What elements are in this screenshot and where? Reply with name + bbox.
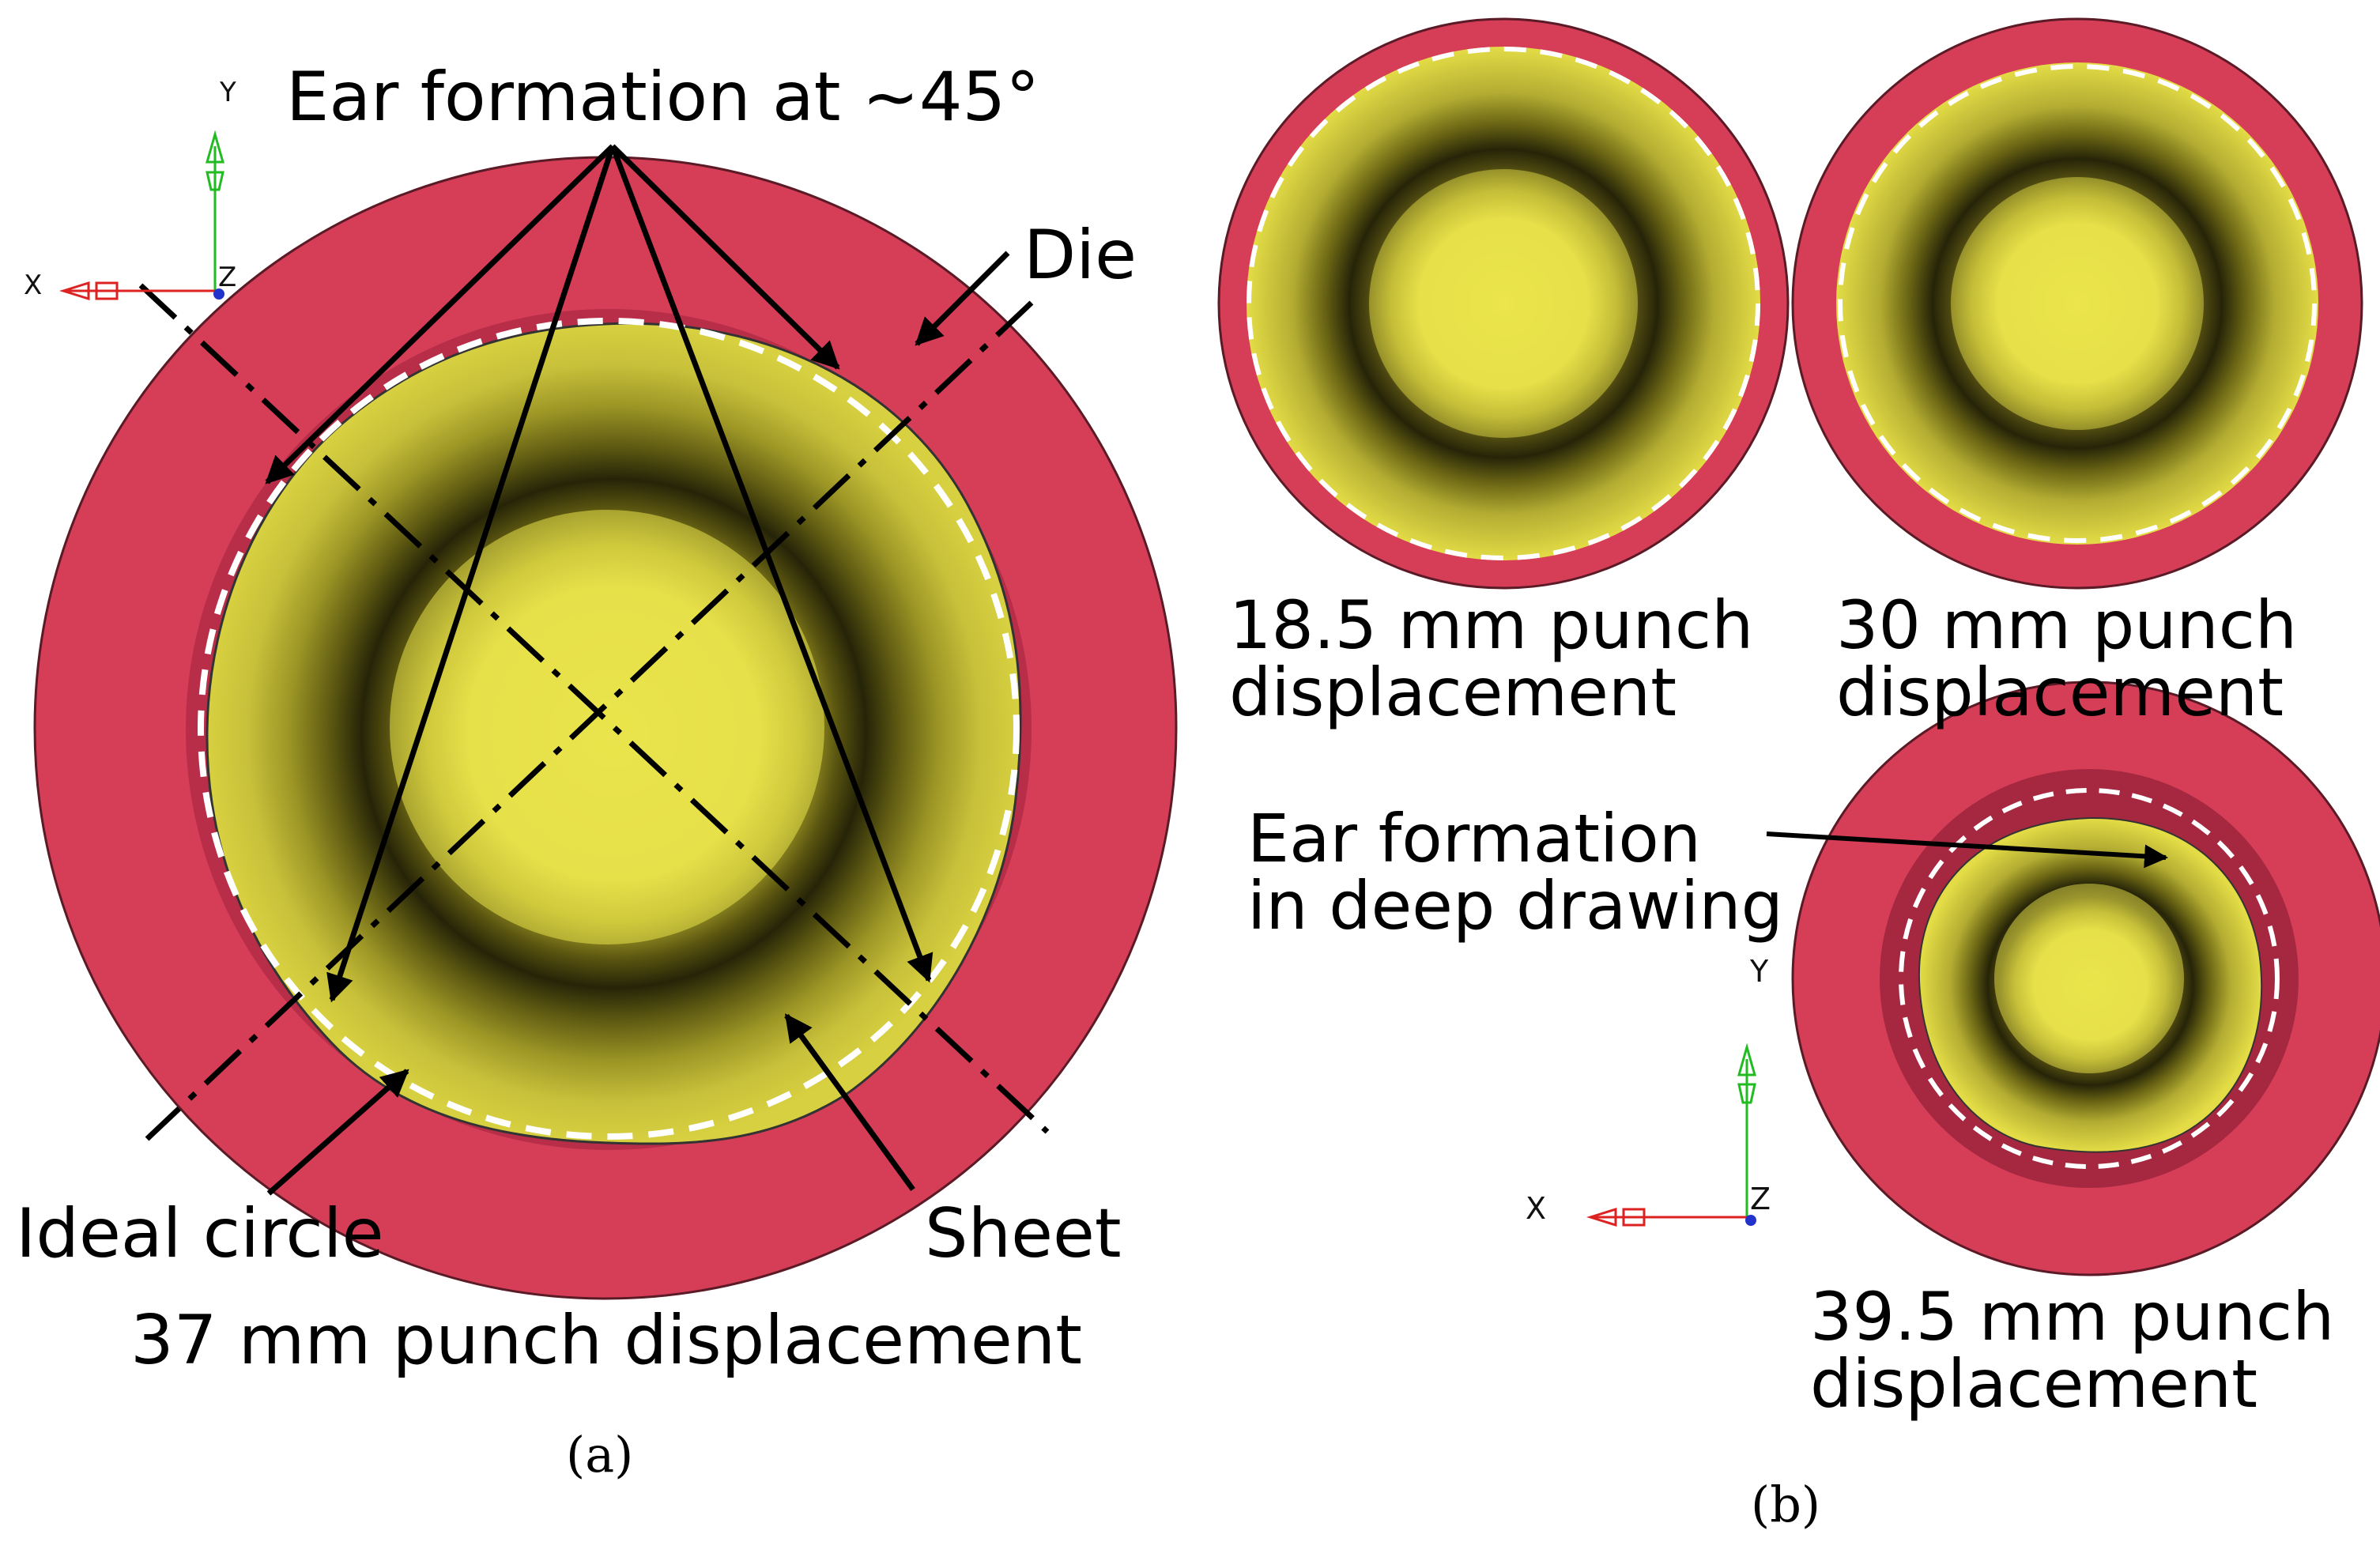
diagonal-line-1 — [138, 283, 1050, 1134]
ear-formation-b-line2: in deep drawing — [1247, 867, 1783, 944]
panel-b: Y X Z 18.5 mm punch displacement 30 mm p… — [1217, 17, 2380, 1533]
ideal-circle-large — [198, 318, 1020, 1140]
axis-x-label-b: X — [1526, 1191, 1546, 1226]
cup-39-5mm — [1791, 681, 2380, 1276]
ear-formation-b-line1: Ear formation — [1247, 800, 1701, 877]
ideal-circle-18-5 — [1247, 47, 1760, 560]
cup-18-5mm — [1217, 17, 1790, 590]
axis-triad-a: Y X Z — [24, 77, 236, 301]
ideal-circle-arrow — [266, 1069, 409, 1196]
ear-arrow-1 — [265, 144, 615, 484]
axis-y-label-a: Y — [219, 77, 236, 108]
ear-arrow-2 — [610, 144, 840, 370]
displacement-18-5-line1: 18.5 mm punch — [1229, 586, 1753, 664]
displacement-30-line2: displacement — [1836, 654, 2284, 731]
die-label: Die — [1024, 216, 1137, 295]
displacement-label-a: 37 mm punch displacement — [130, 1301, 1082, 1380]
sheet-label: Sheet — [925, 1194, 1122, 1273]
cup-30mm — [1791, 17, 2363, 590]
axis-y-label-b: Y — [1749, 954, 1769, 989]
die-arrow — [915, 251, 1010, 346]
axis-triad-b: Y X Z — [1526, 954, 1771, 1227]
displacement-39-5-line1: 39.5 mm punch — [1810, 1278, 2334, 1355]
displacement-18-5-line2: displacement — [1229, 654, 1677, 731]
punch-center-large — [390, 510, 824, 944]
axis-x-label-a: X — [24, 270, 42, 301]
axis-z-label-a: Z — [218, 262, 236, 293]
ear-arrow-b — [1766, 831, 2168, 869]
ear-arrow-3 — [326, 145, 616, 1003]
ear-arrow-4 — [609, 145, 934, 983]
sheet-arrow — [784, 1013, 915, 1192]
ideal-circle-39-5 — [1899, 788, 2280, 1169]
diagonal-line-2 — [145, 300, 1034, 1141]
caption-a: (a) — [566, 1426, 633, 1484]
ideal-circle-label: Ideal circle — [16, 1194, 384, 1273]
axis-z-label-b: Z — [1750, 1182, 1771, 1216]
ear-formation-label: Ear formation at ~45° — [286, 58, 1039, 137]
caption-b: (b) — [1751, 1476, 1820, 1533]
displacement-30-line1: 30 mm punch — [1836, 586, 2297, 664]
displacement-39-5-line2: displacement — [1810, 1345, 2257, 1423]
ideal-circle-30 — [1838, 64, 2317, 543]
panel-a: Y X Z Ear formation at ~45° Die Ideal ci… — [16, 58, 1178, 1484]
